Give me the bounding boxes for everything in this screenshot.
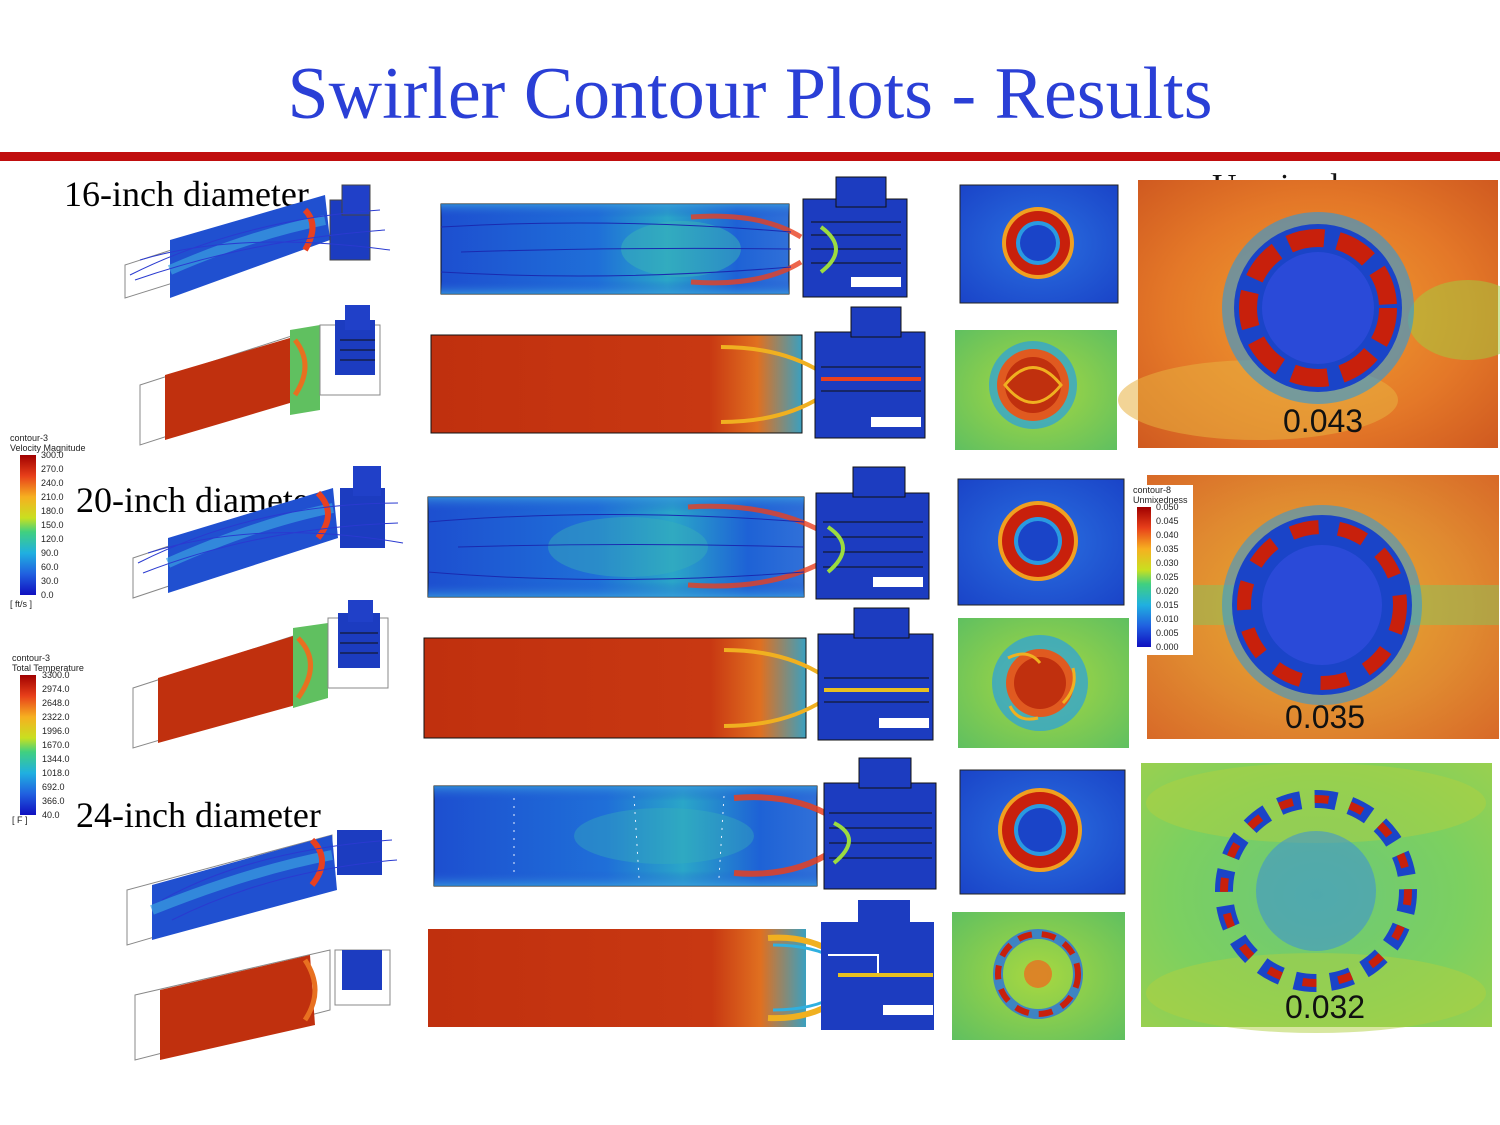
legend-unmixedness-tick: 0.045 xyxy=(1156,516,1179,526)
legend-unmixedness: contour-8 Unmixedness 0.050 0.045 0.040 … xyxy=(1133,485,1193,655)
legend-unmixedness-tick: 0.030 xyxy=(1156,558,1179,568)
slide-title: Swirler Contour Plots - Results xyxy=(287,53,1213,135)
legend-temperature-tick: 2648.0 xyxy=(42,698,70,708)
legend-unmixedness-tick: 0.035 xyxy=(1156,544,1179,554)
legend-velocity-colorbar xyxy=(20,455,36,595)
legend-temperature-title1: contour-3 xyxy=(12,653,51,663)
iso-view-16-velocity xyxy=(124,184,391,299)
legend-unmixedness-tick: 0.015 xyxy=(1156,600,1179,610)
row-label-16-inch: 16-inch diameter xyxy=(64,174,309,214)
legend-unmixedness-title2: Unmixedness xyxy=(1133,495,1188,505)
legend-velocity-tick: 180.0 xyxy=(41,506,64,516)
legend-velocity-tick: 150.0 xyxy=(41,520,64,530)
legend-velocity-title1: contour-3 xyxy=(10,433,49,443)
legend-unmixedness-tick: 0.010 xyxy=(1156,614,1179,624)
legend-velocity-tick: 240.0 xyxy=(41,478,64,488)
legend-temperature-tick: 692.0 xyxy=(42,782,65,792)
legend-temperature-tick: 366.0 xyxy=(42,796,65,806)
iso-view-20-velocity xyxy=(132,466,404,599)
duct-contour-16-temperature xyxy=(430,306,926,439)
duct-contour-24-velocity xyxy=(433,757,937,890)
legend-temperature-tick: 1996.0 xyxy=(42,726,70,736)
legend-temperature-tick: 1670.0 xyxy=(42,740,70,750)
unmixedness-contour-20 xyxy=(1147,475,1499,739)
legend-velocity-tick: 270.0 xyxy=(41,464,64,474)
legend-velocity: contour-3 Velocity Magnitude 300.0 270.0… xyxy=(10,433,90,609)
iso-view-20-temperature xyxy=(132,600,389,749)
legend-velocity-tick: 300.0 xyxy=(41,450,64,460)
duct-contour-24-temperature xyxy=(428,900,934,1030)
unmixedness-contour-16 xyxy=(1118,180,1500,448)
cross-section-20-temperature xyxy=(958,618,1129,748)
legend-velocity-title2: Velocity Magnitude xyxy=(10,443,86,453)
legend-velocity-tick: 0.0 xyxy=(41,590,54,600)
legend-temperature-title2: Total Temperature xyxy=(12,663,84,673)
legend-velocity-tick: 120.0 xyxy=(41,534,64,544)
legend-velocity-tick: 60.0 xyxy=(41,562,59,572)
cross-section-16-temperature xyxy=(955,330,1117,450)
legend-velocity-tick: 210.0 xyxy=(41,492,64,502)
legend-temperature-tick: 40.0 xyxy=(42,810,60,820)
legend-velocity-unit: [ ft/s ] xyxy=(10,599,33,609)
unmixedness-value-20: 0.035 xyxy=(1285,699,1366,735)
legend-unmixedness-tick: 0.020 xyxy=(1156,586,1179,596)
cross-section-24-temperature xyxy=(952,912,1125,1040)
unmixedness-value-16: 0.043 xyxy=(1283,403,1364,439)
cross-section-16-velocity xyxy=(959,184,1119,304)
legend-temperature-tick: 3300.0 xyxy=(42,670,70,680)
legend-temperature-tick: 1344.0 xyxy=(42,754,70,764)
legend-unmixedness-tick: 0.025 xyxy=(1156,572,1179,582)
legend-velocity-tick: 30.0 xyxy=(41,576,59,586)
legend-unmixedness-tick: 0.040 xyxy=(1156,530,1179,540)
unmixedness-value-24: 0.032 xyxy=(1285,989,1366,1025)
legend-unmixedness-title1: contour-8 xyxy=(1133,485,1172,495)
duct-contour-16-velocity xyxy=(440,176,908,298)
legend-temperature-tick: 2322.0 xyxy=(42,712,70,722)
legend-unmixedness-tick: 0.050 xyxy=(1156,502,1179,512)
legend-unmixedness-tick: 0.000 xyxy=(1156,642,1179,652)
cross-section-24-velocity xyxy=(959,769,1126,895)
iso-view-24-velocity xyxy=(126,830,398,946)
duct-contour-20-velocity xyxy=(427,466,930,600)
title-divider xyxy=(0,152,1500,161)
legend-temperature: contour-3 Total Temperature 3300.0 2974.… xyxy=(12,653,97,829)
legend-unmixedness-tick: 0.005 xyxy=(1156,628,1179,638)
legend-velocity-tick: 90.0 xyxy=(41,548,59,558)
legend-temperature-tick: 2974.0 xyxy=(42,684,70,694)
iso-view-24-temperature xyxy=(134,949,391,1061)
cross-section-20-velocity xyxy=(957,478,1125,606)
duct-contour-20-temperature xyxy=(423,607,934,741)
iso-view-16-temperature xyxy=(139,305,381,446)
unmixedness-contour-24 xyxy=(1141,763,1492,1033)
legend-temperature-colorbar xyxy=(20,675,36,815)
legend-temperature-unit: [ F ] xyxy=(12,815,28,825)
legend-temperature-tick: 1018.0 xyxy=(42,768,70,778)
row-label-24-inch: 24-inch diameter xyxy=(76,795,321,835)
legend-unmixedness-colorbar xyxy=(1137,507,1151,647)
